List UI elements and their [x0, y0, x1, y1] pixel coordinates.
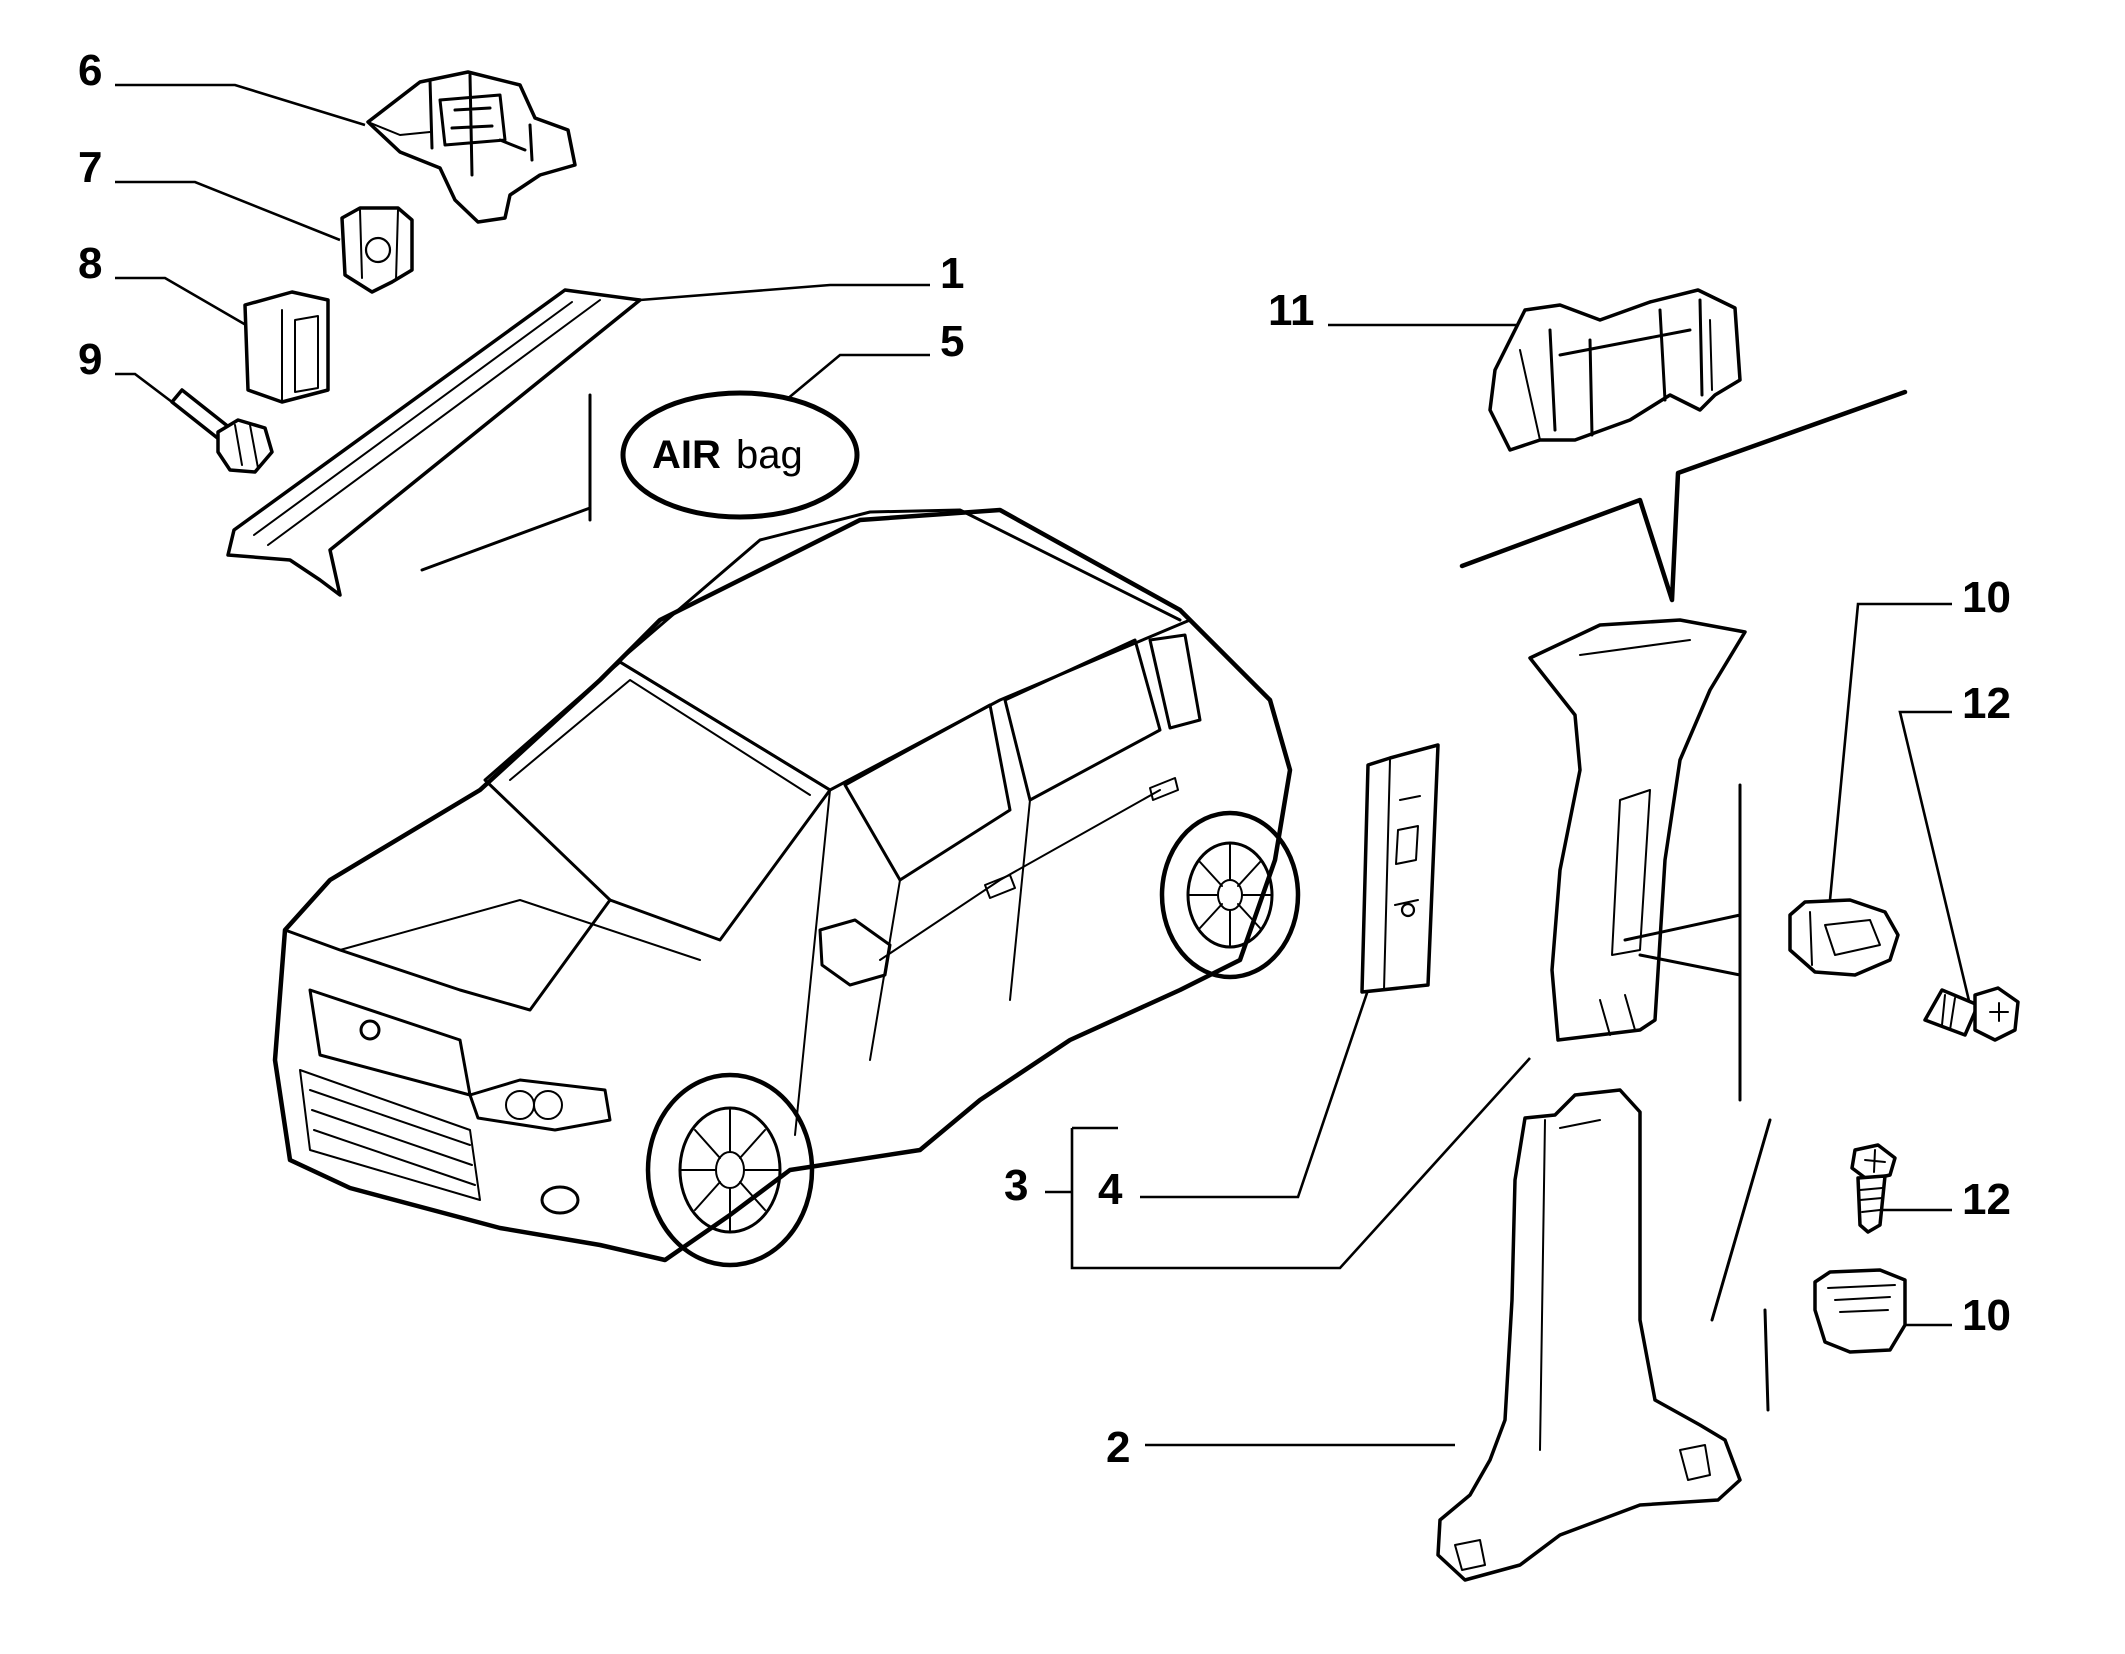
car-illustration — [272, 507, 1301, 1268]
airbag-badge-outline — [620, 390, 860, 520]
callout-10-lower: 10 — [1962, 1291, 2011, 1340]
part-8-retainer-plug — [243, 290, 330, 404]
part-10-lower-clip — [1813, 1268, 1907, 1354]
part-10-upper-clip-housing — [1788, 898, 1900, 977]
callout-8: 8 — [78, 239, 102, 288]
callout-12-upper: 12 — [1962, 679, 2011, 728]
airbag-label-light: bag — [736, 433, 803, 477]
airbag-label-strong: AIR — [652, 433, 721, 477]
leader-lines — [115, 83, 1972, 1447]
airbag-badge: AIR bag — [620, 390, 860, 520]
part-12-upper-screw — [1923, 986, 2020, 1042]
callout-2: 2 — [1106, 1423, 1130, 1472]
callout-11: 11 — [1268, 286, 1315, 335]
part-1-a-pillar-trim — [226, 288, 642, 597]
callout-4: 4 — [1098, 1165, 1123, 1214]
part-3-b-pillar-upper — [1528, 618, 1747, 1102]
part-9-bolt — [170, 388, 274, 474]
callout-5: 5 — [940, 317, 964, 366]
part-2-b-pillar-lower — [1436, 1088, 1772, 1582]
part-12-lower-screw — [1850, 1143, 1897, 1234]
callout-7: 7 — [78, 143, 102, 192]
part-7-clip-nut — [340, 206, 414, 294]
callout-10-upper: 10 — [1962, 573, 2011, 622]
part-11-double-clip — [1488, 288, 1742, 452]
callout-6: 6 — [78, 46, 102, 95]
assembly-bracket-upper — [1459, 389, 1908, 603]
callout-12-lower: 12 — [1962, 1175, 2011, 1224]
part-6-wiring-clip — [366, 70, 577, 224]
callout-3: 3 — [1004, 1161, 1028, 1210]
callout-9: 9 — [78, 335, 102, 384]
callout-1: 1 — [940, 249, 964, 298]
part-4-mounting-plate — [1360, 743, 1440, 994]
